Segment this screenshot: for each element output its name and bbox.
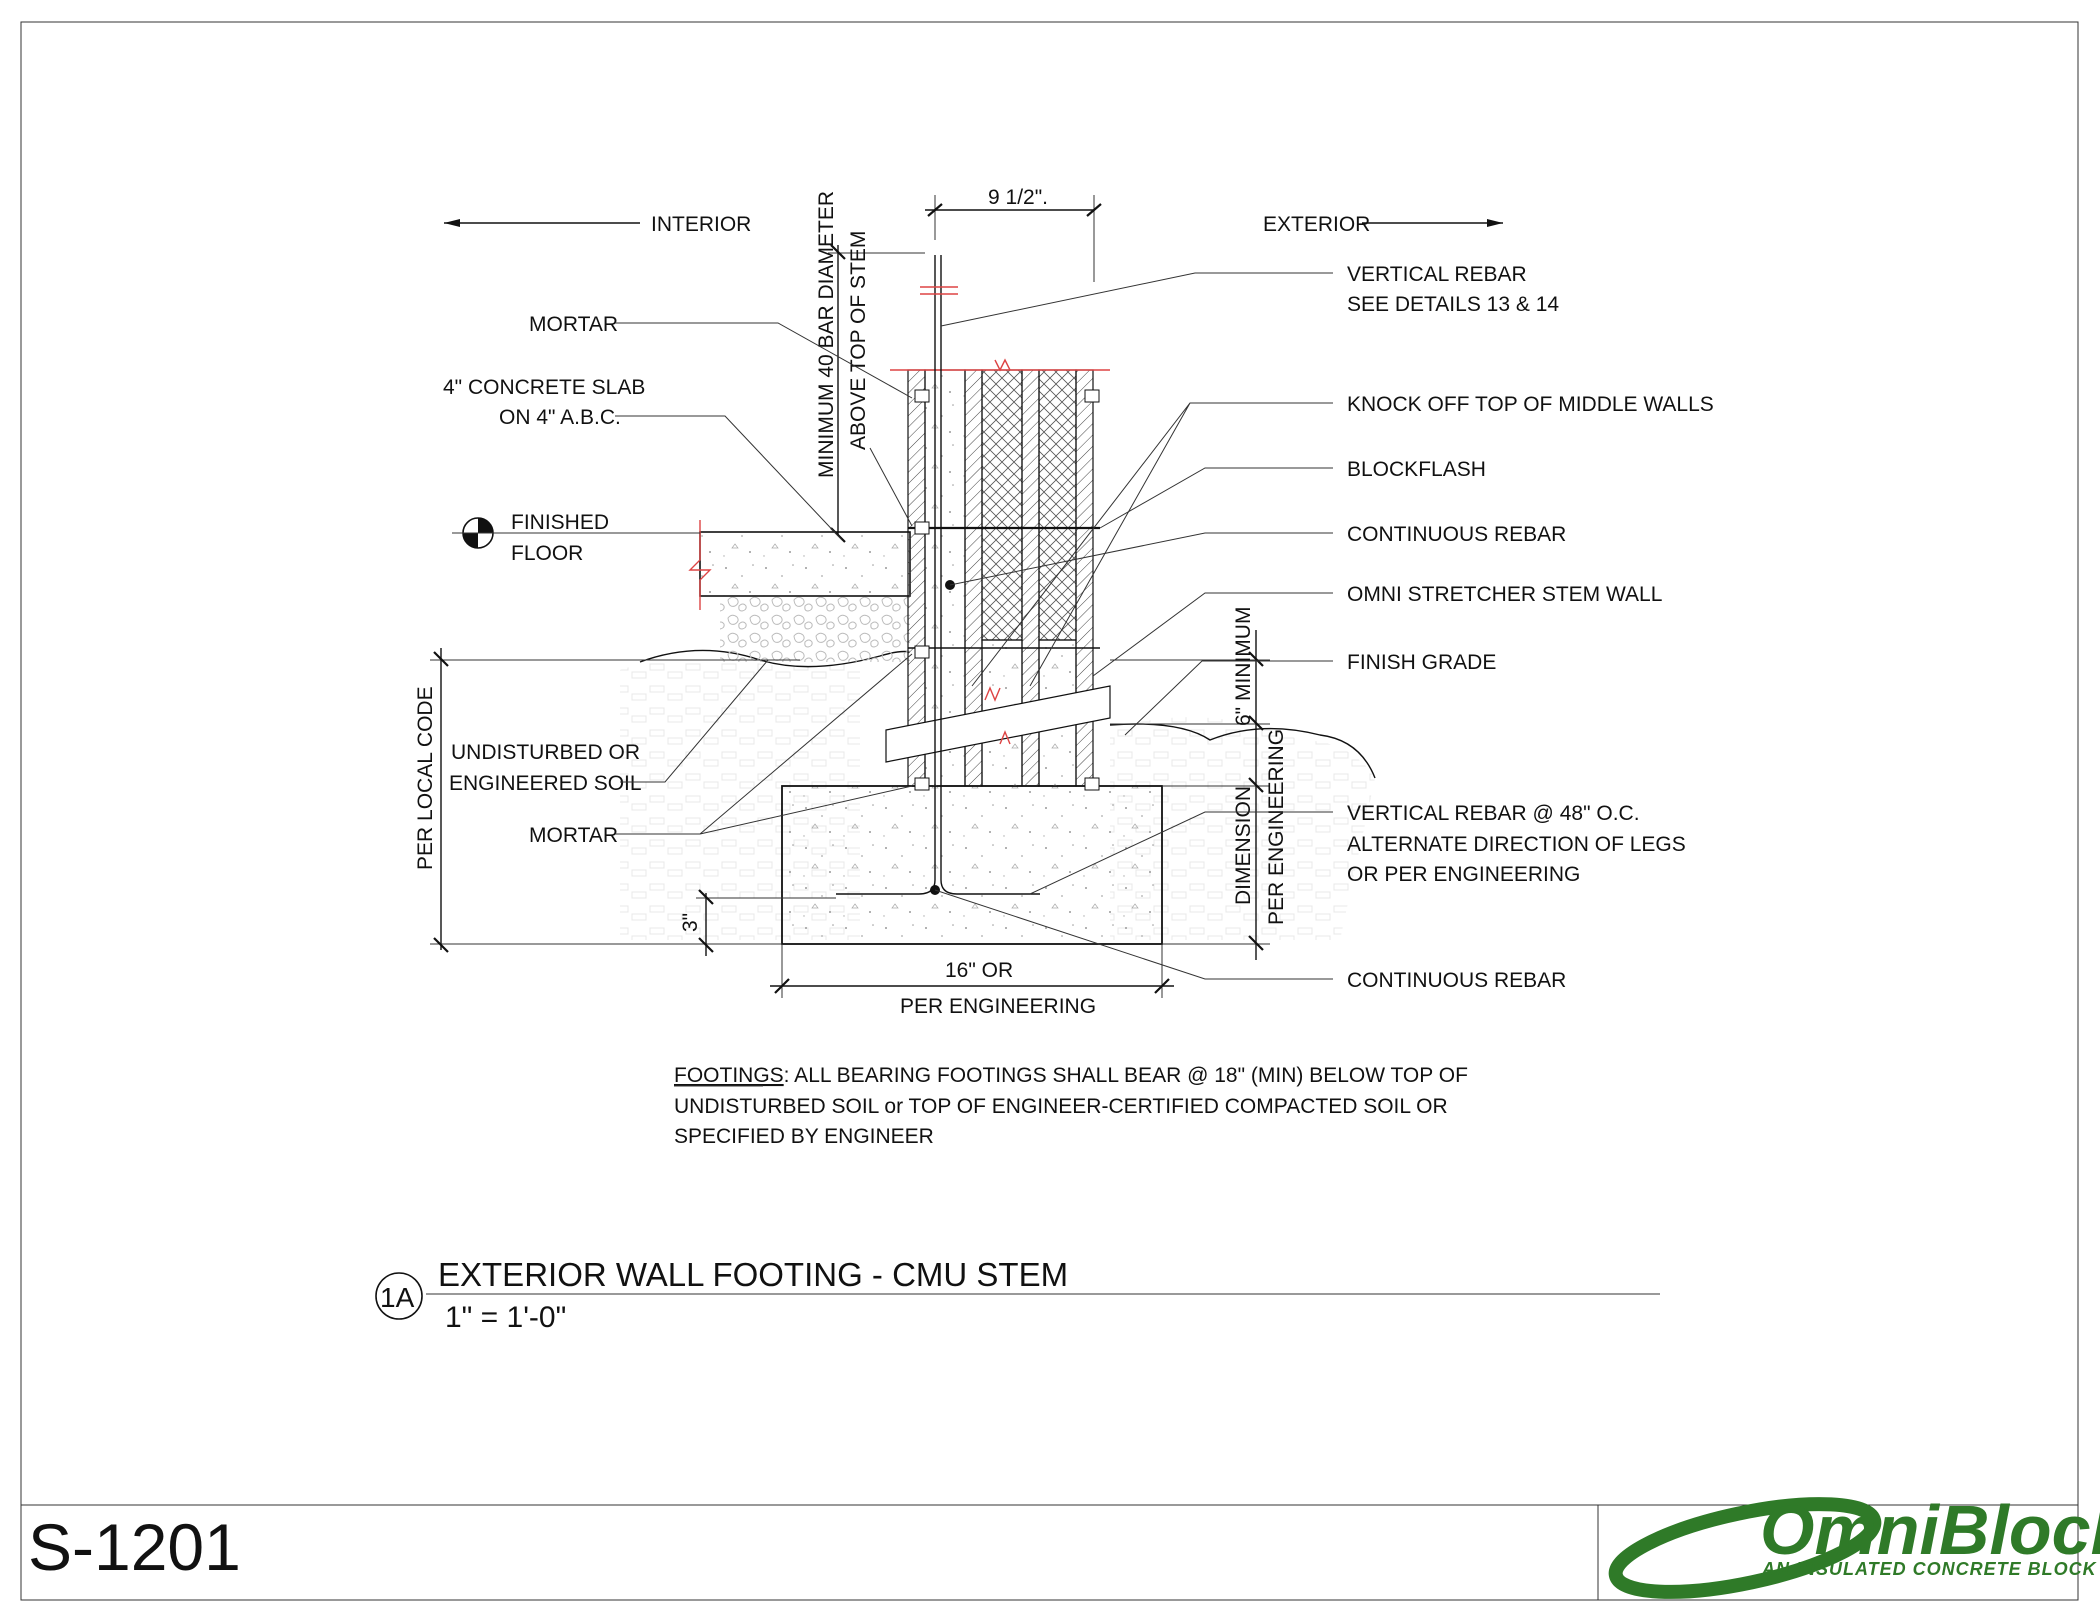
section-drawing: 9 1/2". MINIMUM 40 BAR DIAMETER ABOVE TO… <box>414 186 1376 1018</box>
detail-id: 1A <box>380 1282 415 1313</box>
note-line-1-text: : ALL BEARING FOOTINGS SHALL BEAR @ 18" … <box>784 1064 1468 1087</box>
label-finish-grade: FINISH GRADE <box>1347 651 1496 674</box>
abc-gravel <box>720 596 910 662</box>
detail-title-text: EXTERIOR WALL FOOTING - CMU STEM <box>438 1256 1068 1293</box>
logo-name: OmniBlock <box>1760 1491 2100 1569</box>
detail-bubble <box>375 1272 423 1320</box>
logo-tagline: AN INSULATED CONCRETE BLOCK <box>1761 1559 2098 1579</box>
dim-cover: 3" <box>679 889 836 956</box>
sheet-border <box>20 21 2079 1601</box>
label-soil-2: ENGINEERED SOIL <box>449 772 642 795</box>
footing-width-label-1: 16" OR <box>945 959 1013 982</box>
label-finished-floor-1: FINISHED <box>511 511 609 534</box>
omniblock-logo: OmniBlock AN INSULATED CONCRETE BLOCK <box>1608 1491 2100 1599</box>
dim-local-code: PER LOCAL CODE <box>414 648 800 953</box>
label-slab-1: 4" CONCRETE SLAB <box>443 376 645 399</box>
dim-wall-width: 9 1/2". <box>925 186 1102 282</box>
exterior-label: EXTERIOR <box>1263 213 1370 236</box>
label-stem-wall: OMNI STRETCHER STEM WALL <box>1347 583 1662 606</box>
label-footing-rebar-1: VERTICAL REBAR @ 48" O.C. <box>1347 802 1640 825</box>
footing-width-label-2: PER ENGINEERING <box>900 995 1096 1018</box>
dim-right-verticals: 6" MINIMUM DIMENSION PER ENGINEERING <box>1110 607 1288 960</box>
bar-extension-label-2: ABOVE TOP OF STEM <box>847 231 870 450</box>
label-mortar-top: MORTAR <box>529 313 618 336</box>
finished-floor-symbol <box>452 517 700 549</box>
label-soil-1: UNDISTURBED OR <box>451 741 640 764</box>
note-line-3: SPECIFIED BY ENGINEER <box>674 1125 934 1148</box>
note-heading: FOOTINGS <box>674 1064 784 1087</box>
cover-label: 3" <box>679 913 702 932</box>
note-line-2: UNDISTURBED SOIL or TOP OF ENGINEER-CERT… <box>674 1095 1448 1118</box>
footings-note: FOOTINGS: ALL BEARING FOOTINGS SHALL BEA… <box>674 1064 1468 1148</box>
direction-interior: INTERIOR <box>444 213 751 236</box>
label-finished-floor-2: FLOOR <box>511 542 583 565</box>
concrete-slab <box>699 531 911 597</box>
dim-bar-extension: MINIMUM 40 BAR DIAMETER ABOVE TOP OF STE… <box>815 191 925 543</box>
label-vertical-rebar-1: VERTICAL REBAR <box>1347 263 1527 286</box>
direction-exterior: EXTERIOR <box>1263 213 1503 236</box>
label-vertical-rebar-2: SEE DETAILS 13 & 14 <box>1347 293 1559 316</box>
label-knock-off: KNOCK OFF TOP OF MIDDLE WALLS <box>1347 393 1714 416</box>
left-callouts: MORTAR 4" CONCRETE SLAB ON 4" A.B.C. FIN… <box>443 313 913 847</box>
sheet-number: S-1201 <box>28 1510 241 1584</box>
detail-scale: 1" = 1'-0" <box>445 1301 566 1334</box>
label-footing-rebar-3: OR PER ENGINEERING <box>1347 863 1580 886</box>
label-blockflash: BLOCKFLASH <box>1347 458 1486 481</box>
footing-depth-label-1: DIMENSION <box>1232 786 1255 905</box>
label-footing-rebar-2: ALTERNATE DIRECTION OF LEGS <box>1347 833 1686 856</box>
local-code-label: PER LOCAL CODE <box>414 686 437 870</box>
concrete-footing <box>781 785 1163 945</box>
interior-label: INTERIOR <box>651 213 751 236</box>
wall-width-label: 9 1/2". <box>988 186 1048 209</box>
stem-wall <box>885 358 1111 791</box>
right-callouts: VERTICAL REBAR SEE DETAILS 13 & 14 KNOCK… <box>934 263 1714 992</box>
label-slab-2: ON 4" A.B.C. <box>499 406 621 429</box>
label-continuous-rebar-bottom: CONTINUOUS REBAR <box>1347 969 1566 992</box>
dim-footing-width: 16" OR PER ENGINEERING <box>770 944 1174 1018</box>
footing-depth-label-2: PER ENGINEERING <box>1265 729 1288 925</box>
label-mortar-bottom: MORTAR <box>529 824 618 847</box>
label-continuous-rebar-top: CONTINUOUS REBAR <box>1347 523 1566 546</box>
detail-title: 1A EXTERIOR WALL FOOTING - CMU STEM 1" =… <box>375 1256 1660 1334</box>
six-minimum-label: 6" MINIMUM <box>1232 607 1255 726</box>
bar-extension-label-1: MINIMUM 40 BAR DIAMETER <box>815 191 838 478</box>
note-line-1: FOOTINGS: ALL BEARING FOOTINGS SHALL BEA… <box>674 1064 1468 1087</box>
